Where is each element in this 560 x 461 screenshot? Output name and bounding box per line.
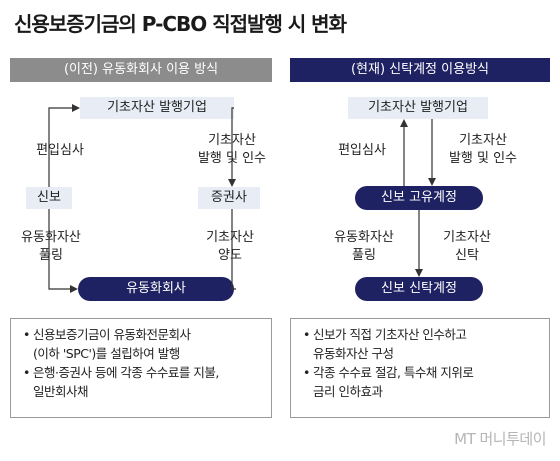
left-node-securities: 증권사 (198, 187, 260, 209)
right-top-node: 기초자산 발행기업 (348, 97, 488, 119)
right-label-review: 편입심사 (338, 143, 386, 158)
left-note-1-cont: (이하 'SPC')를 설립하여 발행 (33, 346, 180, 361)
left-line-pool (48, 209, 78, 293)
right-label-acquire-line2: 발행 및 인수 (448, 151, 518, 166)
watermark: MT 머니투데이 (454, 430, 546, 448)
left-label-transfer: 기초자산 양도 (190, 229, 270, 265)
right-note-1: 신보가 직접 기초자산 인수하고 (303, 325, 543, 344)
right-label-trust-line1: 기초자산 (443, 230, 491, 245)
right-middle-node: 신보 고유계정 (355, 186, 483, 210)
right-label-pool-line2: 풀링 (352, 248, 376, 263)
right-label-trust-line2: 신탁 (455, 248, 479, 263)
right-panel-header: (현재) 신탁계정 이용방식 (290, 58, 550, 82)
left-notes-box: 신용보증기금이 유동화전문회사 (이하 'SPC')를 설립하여 발행 은행·증… (10, 318, 272, 418)
left-top-node: 기초자산 발행기업 (80, 97, 234, 119)
left-line-review (48, 104, 80, 187)
right-note-2: 각종 수수료 절감, 특수채 지위로 (303, 363, 543, 382)
left-label-transfer-line2: 양도 (218, 248, 242, 263)
left-note-2: 은행·증권사 등에 각종 수수료를 지불, (23, 363, 265, 382)
left-label-transfer-line1: 기초자산 (206, 230, 254, 245)
left-label-pool-line2: 풀링 (39, 248, 63, 263)
page-title: 신용보증기금의 P-CBO 직접발행 시 변화 (14, 12, 347, 36)
right-label-pool: 유동화자산 풀링 (322, 229, 406, 265)
right-label-pool-line1: 유동화자산 (334, 230, 394, 245)
left-label-pool: 유동화자산 풀링 (10, 229, 92, 265)
left-line-transfer (231, 209, 236, 290)
right-note-2-cont: 금리 인하효과 (313, 384, 383, 399)
right-label-acquire: 기초자산 발행 및 인수 (438, 132, 528, 168)
right-bottom-node: 신보 신탁계정 (355, 277, 483, 301)
left-bottom-node: 유동화회사 (78, 277, 234, 301)
left-note-1: 신용보증기금이 유동화전문회사 (23, 325, 265, 344)
right-label-trust: 기초자산 신탁 (432, 229, 502, 265)
right-notes-box: 신보가 직접 기초자산 인수하고 유동화자산 구성 각종 수수료 절감, 특수채… (290, 318, 550, 418)
left-panel-header: (이전) 유동화회사 이용 방식 (10, 58, 272, 82)
left-node-sinbo: 신보 (26, 187, 72, 209)
left-note-2-cont: 일반회사채 (33, 384, 89, 399)
right-label-acquire-line1: 기초자산 (459, 133, 507, 148)
right-note-1-cont: 유동화자산 구성 (313, 346, 394, 361)
left-label-review: 편입심사 (36, 143, 84, 158)
left-line-acquire (228, 107, 236, 187)
left-label-pool-line1: 유동화자산 (21, 230, 81, 245)
